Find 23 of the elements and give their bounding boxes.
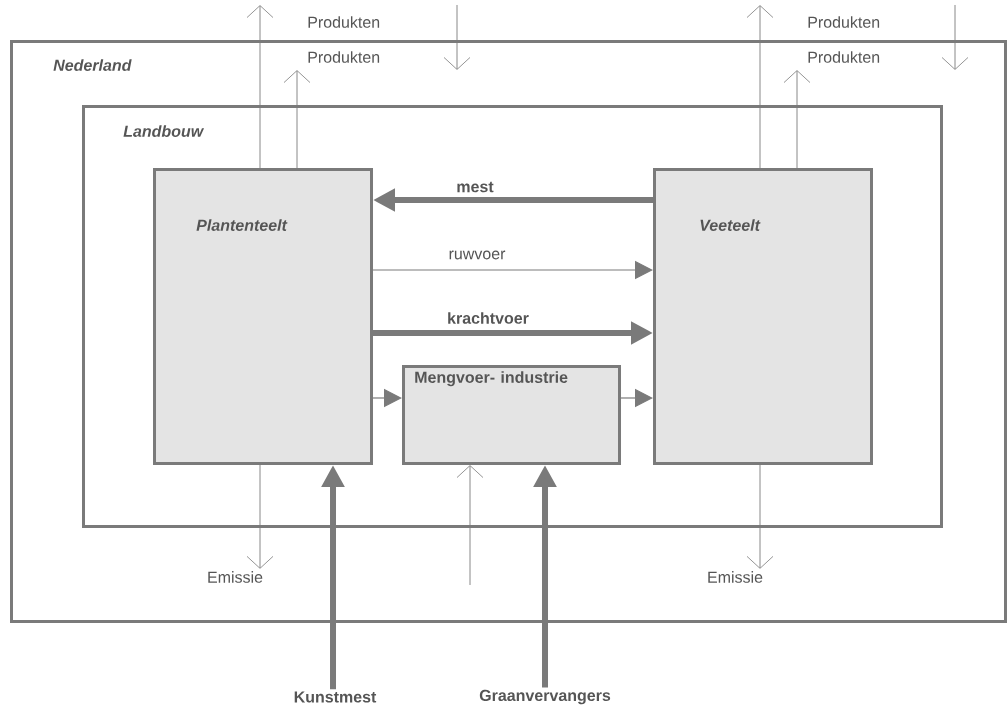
process-box: Veeteelt xyxy=(653,168,873,465)
arrow xyxy=(246,5,274,169)
arrow xyxy=(746,464,774,569)
arrow xyxy=(783,70,811,169)
flow-label: Produkten xyxy=(305,14,383,30)
arrow xyxy=(746,5,774,169)
arrow xyxy=(456,465,484,586)
flow-label: Graanvervangers xyxy=(479,689,611,705)
arrow xyxy=(246,464,274,569)
process-box: Mengvoer- industrie xyxy=(402,365,621,465)
arrow xyxy=(941,4,969,70)
flow-label: Kunstmest xyxy=(294,691,377,703)
flow-label: Emissie xyxy=(708,571,763,583)
flow-label: Produkten xyxy=(805,14,883,30)
arrow xyxy=(443,4,471,70)
edge-label: mest xyxy=(457,181,494,193)
edge-label: ruwvoer xyxy=(449,250,506,260)
edge-label: krachtvoer xyxy=(448,312,529,324)
flow-label: Emissie xyxy=(208,571,263,583)
flow-label: Produkten xyxy=(805,49,883,65)
flow-label: Produkten xyxy=(305,49,383,65)
process-box: Plantenteelt xyxy=(153,168,373,465)
arrow xyxy=(283,70,311,169)
